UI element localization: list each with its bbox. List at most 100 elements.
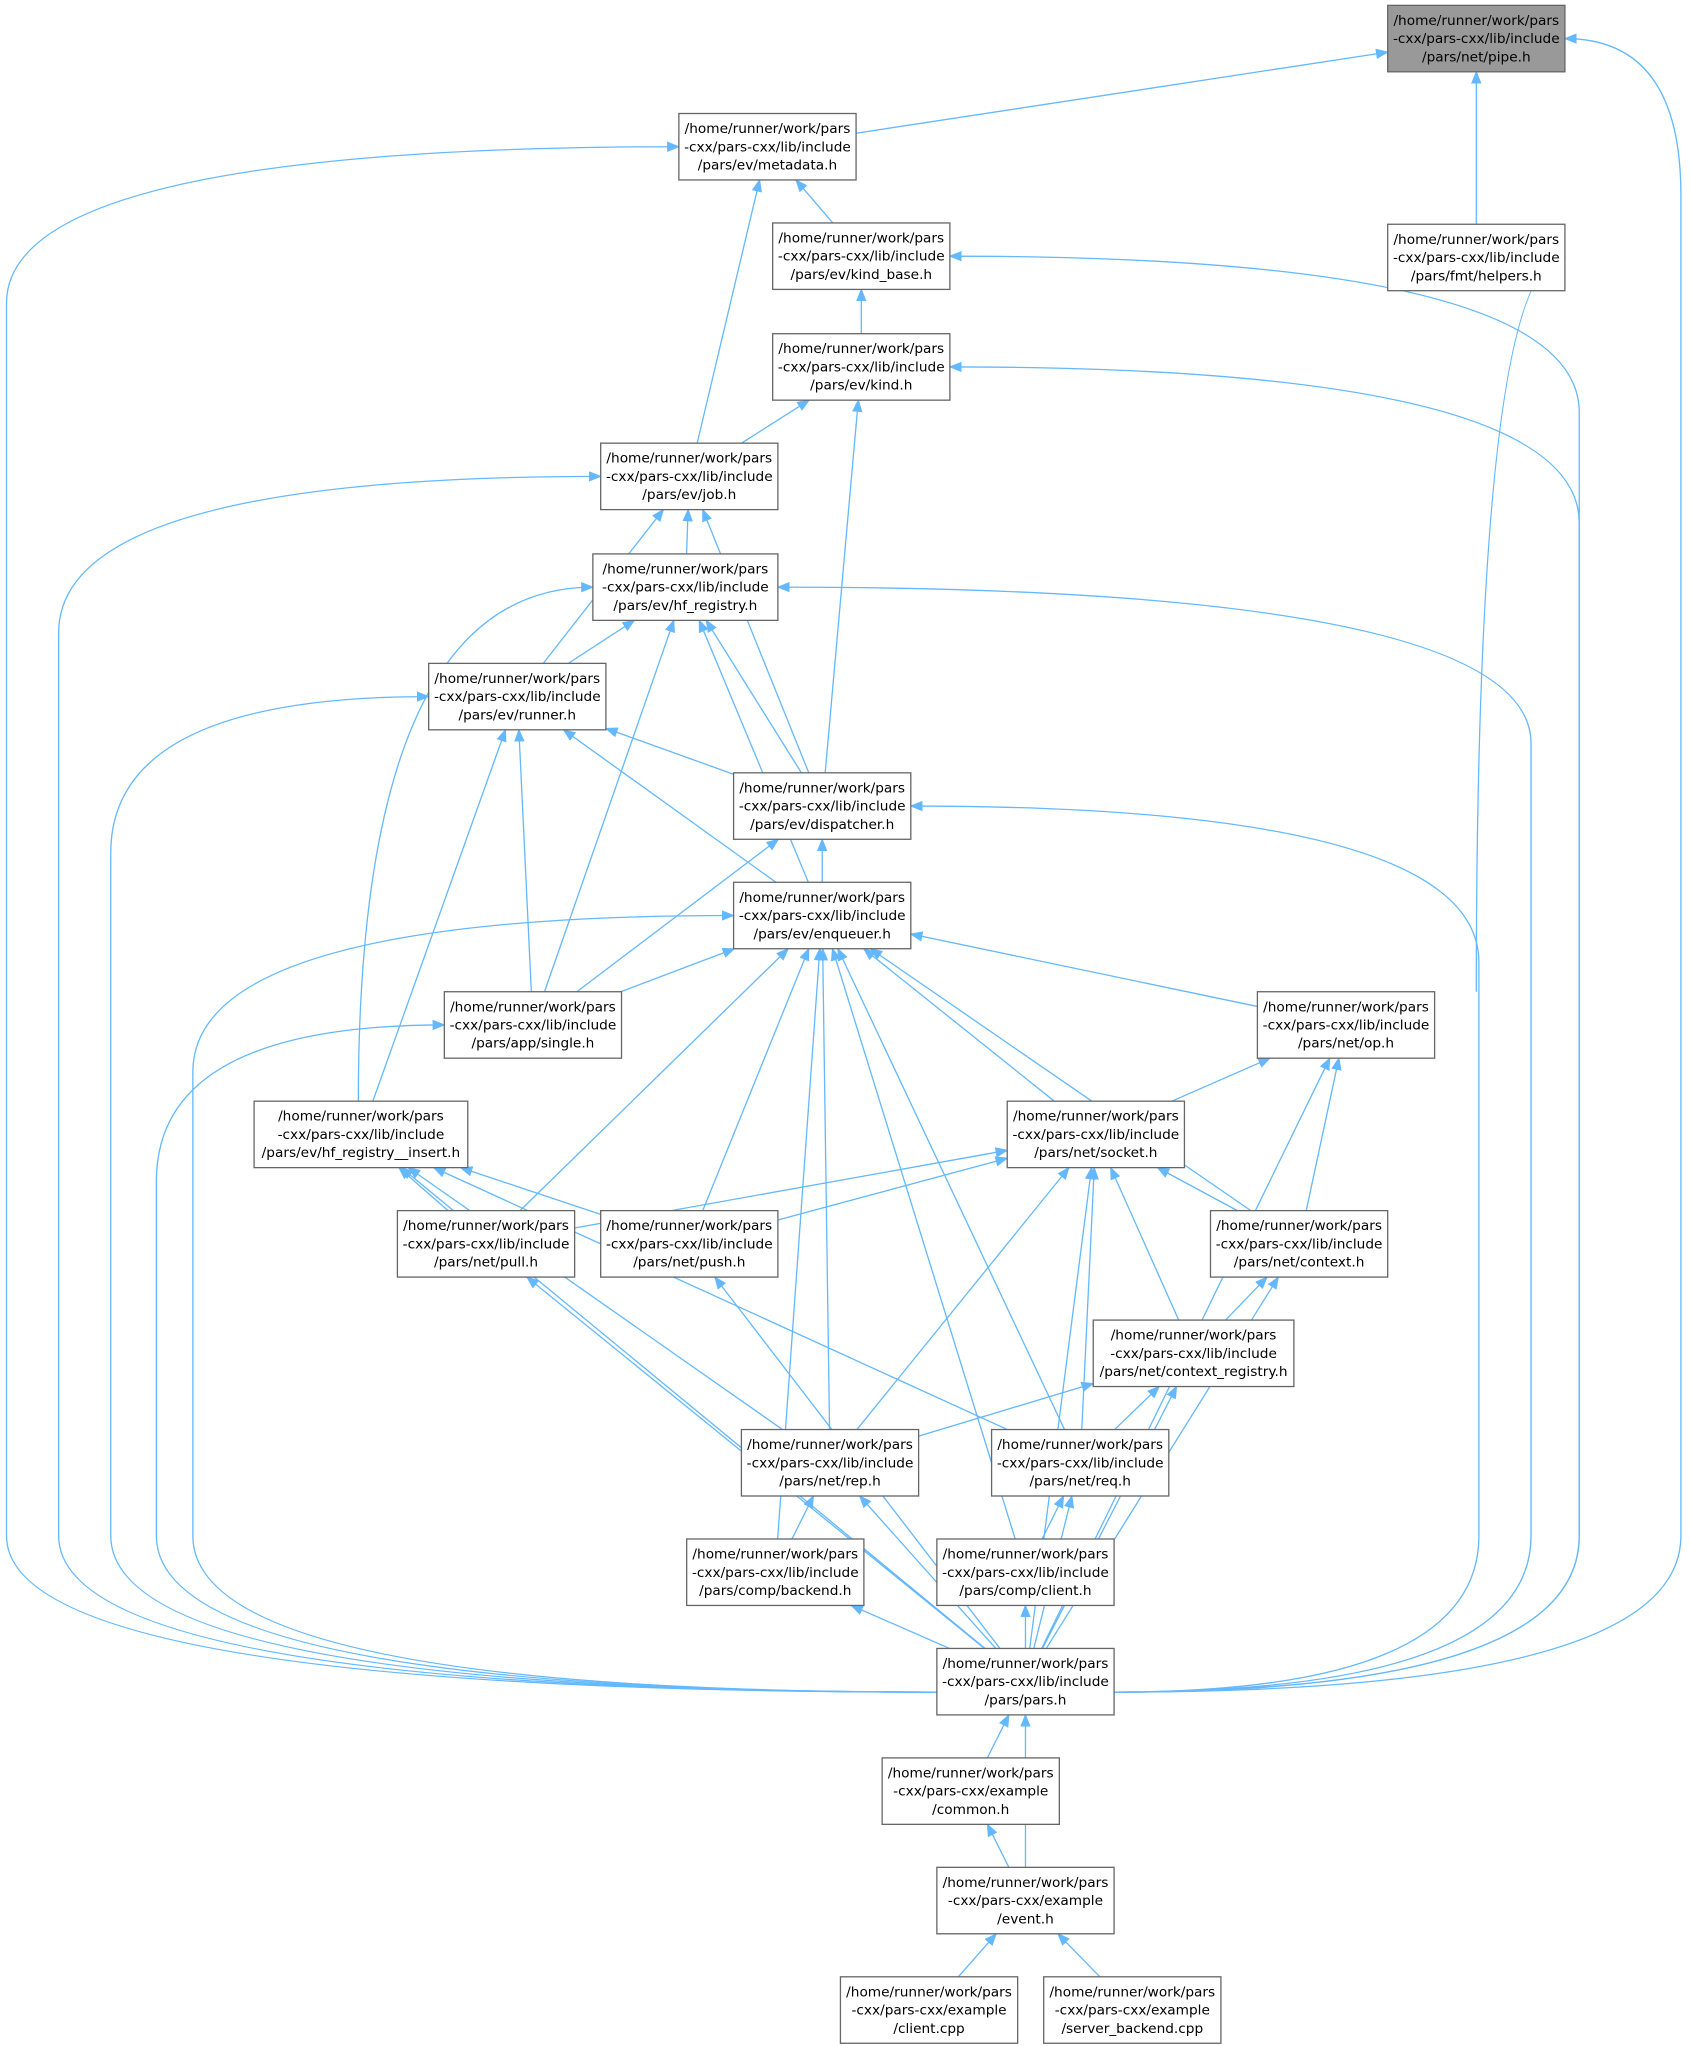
edge-server_backend-to-event xyxy=(1056,1932,1101,1978)
node-label-line: /pars/ev/hf_registry__insert.h xyxy=(262,1145,461,1161)
node-label-line: /pars/net/pull.h xyxy=(434,1255,538,1271)
node-label-line: /home/runner/work/pars xyxy=(403,1218,569,1234)
node-pars[interactable]: /home/runner/work/pars -cxx/pars-cxx/lib/… xyxy=(936,1647,1115,1716)
node-single[interactable]: /home/runner/work/pars-cxx/pars-cxx/lib/… xyxy=(443,991,623,1059)
node-context[interactable]: /home/runner/work/pars-cxx/pars-cxx/lib/… xyxy=(1209,1209,1389,1278)
node-label-line: -cxx/pars-cxx/lib/include xyxy=(778,249,945,265)
node-label-line: -cxx/pars-cxx/lib/include xyxy=(1216,1236,1383,1252)
node-socket[interactable]: /home/runner/work/pars-cxx/pars-cxx/lib/… xyxy=(1006,1100,1186,1169)
node-label-line: /home/runner/work/pars xyxy=(685,121,851,137)
node-helpers[interactable]: /home/runner/work/pars-cxx/pars-cxx/lib/… xyxy=(1387,223,1566,292)
node-client-cpp[interactable]: /home/runner/work/pars-cxx/pars-cxx/exam… xyxy=(839,1976,1019,2044)
node-label-line: -cxx/pars-cxx/lib/include xyxy=(278,1127,445,1143)
edge-runner-to-hf_registry xyxy=(567,619,636,664)
node-box xyxy=(740,1428,920,1497)
node-label-line: -cxx/pars-cxx/lib/include xyxy=(1110,1346,1277,1362)
node-client-h[interactable]: /home/runner/work/pars-cxx/pars-cxx/lib/… xyxy=(936,1538,1115,1607)
node-kind[interactable]: /home/runner/work/pars-cxx/pars-cxx/lib/… xyxy=(772,333,951,401)
node-label-line: -cxx/pars-cxx/lib/include xyxy=(602,580,769,596)
edge-rep-to-context_registry xyxy=(918,1381,1095,1437)
node-metadata[interactable]: /home/runner/work/pars-cxx/pars-cxx/lib/… xyxy=(678,112,857,181)
node-label-line: /home/runner/work/pars xyxy=(747,1437,913,1453)
node-op[interactable]: /home/runner/work/pars-cxx/pars-cxx/lib/… xyxy=(1256,991,1436,1059)
edge-push-to-hf_insert xyxy=(459,1166,601,1215)
node-label-line: -cxx/pars-cxx/lib/include xyxy=(942,1674,1109,1690)
edge-pars-to-backend xyxy=(850,1604,950,1650)
edge-context_registry-to-socket xyxy=(1110,1166,1180,1321)
node-label-line: /home/runner/work/pars xyxy=(278,1109,444,1125)
node-kind-base[interactable]: /home/runner/work/pars -cxx/pars-cxx/lib/… xyxy=(772,222,951,291)
node-enqueuer[interactable]: /home/runner/work/pars-cxx/pars-cxx/lib/… xyxy=(732,881,912,950)
edge-pars-to-kind xyxy=(948,361,1580,1693)
node-label-line: /home/runner/work/pars xyxy=(603,561,769,577)
edge-common-to-pars xyxy=(986,1713,1010,1759)
node-common[interactable]: /home/runner/work/pars-cxx/pars-cxx/exam… xyxy=(881,1757,1060,1826)
edge-job-to-metadata xyxy=(696,178,762,444)
node-label-line: /pars/ev/enqueuer.h xyxy=(753,926,890,942)
node-context-registry[interactable]: /home/runner/work/pars-cxx/pars-cxx/lib/… xyxy=(1092,1319,1295,1388)
node-pull[interactable]: /home/runner/work/pars -cxx/pars-cxx/lib/… xyxy=(396,1209,576,1278)
edge-pars-to-pipe xyxy=(1114,33,1682,1693)
node-label-line: -cxx/pars-cxx/example xyxy=(1055,2003,1210,2019)
node-label-line: /pars/net/pipe.h xyxy=(1422,49,1531,65)
edge-rep-to-hf_insert xyxy=(407,1166,783,1431)
node-hf-registry[interactable]: /home/runner/work/pars -cxx/pars-cxx/lib/… xyxy=(592,553,779,622)
node-box xyxy=(772,333,951,401)
edge-context-to-op xyxy=(1305,1056,1342,1211)
node-server-backend[interactable]: /home/runner/work/pars-cxx/pars-cxx/exam… xyxy=(1043,1976,1222,2044)
node-label-line: /home/runner/work/pars xyxy=(997,1437,1163,1453)
node-box xyxy=(600,442,779,511)
node-box xyxy=(1092,1319,1295,1388)
edge-job-to-kind xyxy=(741,399,811,444)
edge-op-to-helpers xyxy=(1475,252,1567,992)
edge-req-to-enqueuer xyxy=(837,947,1066,1430)
node-label-line: /event.h xyxy=(997,1911,1054,1927)
node-box xyxy=(772,222,951,291)
edge-op-to-enqueuer xyxy=(909,931,1258,1008)
node-label-line: -cxx/pars-cxx/lib/include xyxy=(403,1236,570,1252)
node-pipe: /home/runner/work/pars-cxx/pars-cxx/lib/… xyxy=(1387,4,1566,73)
node-label-line: -cxx/pars-cxx/lib/include xyxy=(997,1455,1164,1471)
node-box xyxy=(839,1976,1019,2044)
node-box xyxy=(990,1428,1170,1497)
node-box xyxy=(592,553,779,622)
edge-socket-to-enqueuer xyxy=(862,947,1055,1102)
node-label-line: /pars/net/rep.h xyxy=(779,1474,880,1490)
edge-enqueuer-to-runner xyxy=(562,729,777,883)
node-req[interactable]: /home/runner/work/pars -cxx/pars-cxx/lib/… xyxy=(990,1428,1170,1497)
edge-pars-to-dispatcher xyxy=(909,800,1480,1693)
node-box xyxy=(678,112,857,181)
edge-push-to-socket xyxy=(777,1156,1009,1221)
node-label-line: /pars/ev/job.h xyxy=(642,487,736,503)
node-box xyxy=(686,1538,865,1607)
node-label-line: /home/runner/work/pars xyxy=(888,1765,1054,1781)
node-job[interactable]: /home/runner/work/pars-cxx/pars-cxx/lib/… xyxy=(600,442,779,511)
node-label-line: /home/runner/work/pars xyxy=(778,230,944,246)
node-box xyxy=(1387,223,1566,292)
node-label-line: /pars/ev/dispatcher.h xyxy=(750,817,894,833)
node-box xyxy=(1256,991,1436,1059)
node-label-line: -cxx/pars-cxx/lib/include xyxy=(606,469,773,485)
node-label-line: /home/runner/work/pars xyxy=(943,1656,1109,1672)
node-rep[interactable]: /home/runner/work/pars-cxx/pars-cxx/lib/… xyxy=(740,1428,920,1497)
node-runner[interactable]: /home/runner/work/pars-cxx/pars-cxx/lib/… xyxy=(428,662,607,731)
node-push[interactable]: /home/runner/work/pars-cxx/pars-cxx/lib/… xyxy=(600,1209,779,1278)
node-backend[interactable]: /home/runner/work/pars-cxx/pars-cxx/lib/… xyxy=(686,1538,865,1607)
edge-req-to-socket xyxy=(1081,1166,1099,1430)
edge-enqueuer-to-hf_registry xyxy=(698,619,809,883)
node-label-line: /home/runner/work/pars xyxy=(943,1875,1109,1891)
node-label-line: /pars/net/push.h xyxy=(633,1255,745,1271)
node-label-line: -cxx/pars-cxx/example xyxy=(948,1893,1103,1909)
edge-metadata-to-pipe xyxy=(855,48,1389,134)
edge-hf_insert-to-hf_registry xyxy=(357,581,595,1102)
edge-pull-to-enqueuer xyxy=(519,947,790,1212)
node-label-line: -cxx/pars-cxx/lib/include xyxy=(1393,31,1560,47)
node-label-line: -cxx/pars-cxx/lib/include xyxy=(450,1018,617,1034)
node-label-line: /common.h xyxy=(932,1802,1009,1818)
node-hf-insert[interactable]: /home/runner/work/pars -cxx/pars-cxx/lib/… xyxy=(253,1100,469,1169)
node-event[interactable]: /home/runner/work/pars -cxx/pars-cxx/exam… xyxy=(936,1866,1115,1935)
edge-event-to-common xyxy=(986,1823,1010,1868)
node-label-line: /home/runner/work/pars xyxy=(606,1218,772,1234)
node-dispatcher[interactable]: /home/runner/work/pars-cxx/pars-cxx/lib/… xyxy=(732,772,912,840)
